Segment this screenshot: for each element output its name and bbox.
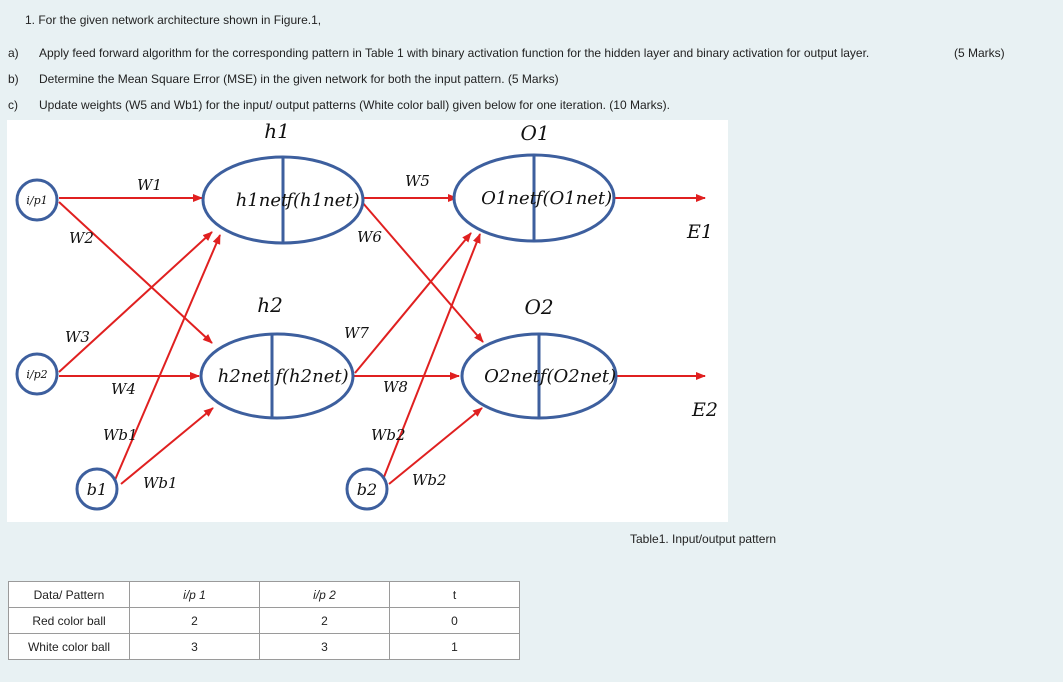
table-header-row: Data/ Pattern i/p 1 i/p 2 t — [8, 581, 520, 608]
edge-wb2-b — [388, 407, 483, 485]
question-title: 1. For the given network architecture sh… — [25, 13, 322, 27]
table-cell: 2 — [259, 607, 390, 634]
item-text: Update weights (W5 and Wb1) for the inpu… — [39, 98, 670, 112]
weight-label-w6: W6 — [357, 228, 382, 246]
hidden-node-1: h1net f(h1net) — [201, 155, 365, 245]
bias-node-1: b1 — [75, 467, 119, 511]
edge-wb1-b — [120, 407, 214, 485]
hidden-activation-1: f(h1net) — [284, 190, 359, 211]
input-label-1: i/p1 — [26, 194, 47, 207]
item-label: b) — [8, 72, 19, 86]
hidden-net-2: h2net — [218, 366, 271, 387]
table-cell: 1 — [389, 633, 520, 660]
output-node-2: O2net f(O2net) — [460, 332, 618, 420]
error-label-1: E1 — [686, 221, 713, 243]
hidden-title-1: h1 — [264, 120, 290, 143]
hidden-node-2: h2net f(h2net) — [199, 332, 355, 420]
item-text: Determine the Mean Square Error (MSE) in… — [39, 72, 559, 86]
table-cell: White color ball — [8, 633, 130, 660]
weight-label-w4: W4 — [111, 380, 136, 398]
table-header-cell: Data/ Pattern — [8, 581, 130, 608]
table-cell: Red color ball — [8, 607, 130, 634]
weight-label-w7: W7 — [344, 324, 369, 342]
item-label: a) — [8, 46, 19, 60]
item-label: c) — [8, 98, 18, 112]
table-caption: Table1. Input/output pattern — [630, 532, 777, 546]
bias-label-2: b2 — [357, 480, 377, 499]
output-net-1: O1net — [481, 188, 537, 209]
table-cell: 2 — [129, 607, 260, 634]
table-cell: 3 — [259, 633, 390, 660]
weight-label-w5: W5 — [405, 172, 430, 190]
error-label-2: E2 — [691, 399, 718, 421]
edge-wb2-a — [381, 233, 481, 483]
edge-w7 — [354, 232, 472, 374]
input-label-2: i/p2 — [26, 368, 47, 381]
hidden-title-2: h2 — [257, 293, 283, 317]
output-title-1: O1 — [520, 121, 549, 145]
weight-label-w8: W8 — [383, 378, 408, 396]
bias-label-1: b1 — [87, 480, 107, 499]
table-header-cell: i/p 1 — [129, 581, 260, 608]
weight-label-w1: W1 — [137, 176, 162, 194]
output-activation-1: f(O1net) — [534, 188, 612, 209]
table-cell: 0 — [389, 607, 520, 634]
edge-w6 — [361, 201, 484, 343]
edge-w3 — [58, 231, 213, 373]
weight-label-wb1-a: Wb1 — [103, 426, 138, 444]
table-header-cell: i/p 2 — [259, 581, 390, 608]
table-header-cell: t — [389, 581, 520, 608]
weight-label-wb2-a: Wb2 — [371, 426, 406, 444]
marks-a: (5 Marks) — [954, 46, 1005, 60]
table-row: White color ball 3 3 1 — [8, 633, 520, 660]
bias-node-2: b2 — [345, 467, 389, 511]
table-cell: 3 — [129, 633, 260, 660]
weight-label-w3: W3 — [65, 328, 90, 346]
hidden-net-1: h1net — [236, 190, 289, 211]
edge-wb1-a — [114, 234, 221, 481]
output-node-1: O1net f(O1net) — [452, 153, 616, 243]
weight-label-wb2-b: Wb2 — [412, 471, 447, 489]
output-activation-2: f(O2net) — [538, 366, 616, 387]
item-text: Apply feed forward algorithm for the cor… — [39, 46, 870, 60]
network-figure: i/p1 i/p2 b1 b2 h1net f(h1net) h2net f(h… — [7, 120, 728, 522]
input-node-2: i/p2 — [15, 352, 59, 396]
output-net-2: O2net — [484, 366, 540, 387]
network-diagram: i/p1 i/p2 b1 b2 h1net f(h1net) h2net f(h… — [15, 120, 718, 511]
output-title-2: O2 — [524, 295, 553, 319]
weight-label-wb1-b: Wb1 — [143, 474, 178, 492]
hidden-activation-2: f(h2net) — [273, 366, 348, 387]
edge-w2 — [58, 201, 213, 344]
table-row: Red color ball 2 2 0 — [8, 607, 520, 634]
input-node-1: i/p1 — [15, 178, 59, 222]
pattern-table: Data/ Pattern i/p 1 i/p 2 t Red color ba… — [8, 581, 520, 660]
weight-label-w2: W2 — [69, 229, 94, 247]
edges — [58, 194, 706, 485]
